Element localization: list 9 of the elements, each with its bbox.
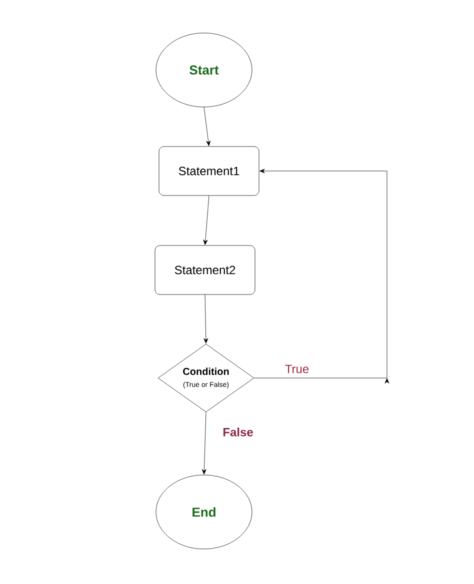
edge-label: False [222,426,254,438]
arrow [204,294,208,344]
arrow [204,107,211,146]
arrow [203,196,210,245]
edge-label: True [284,364,310,374]
arrow [202,412,206,474]
process-box: Statement2 [154,245,256,295]
arrow [254,168,390,384]
process-box: Statement1 [158,146,260,196]
